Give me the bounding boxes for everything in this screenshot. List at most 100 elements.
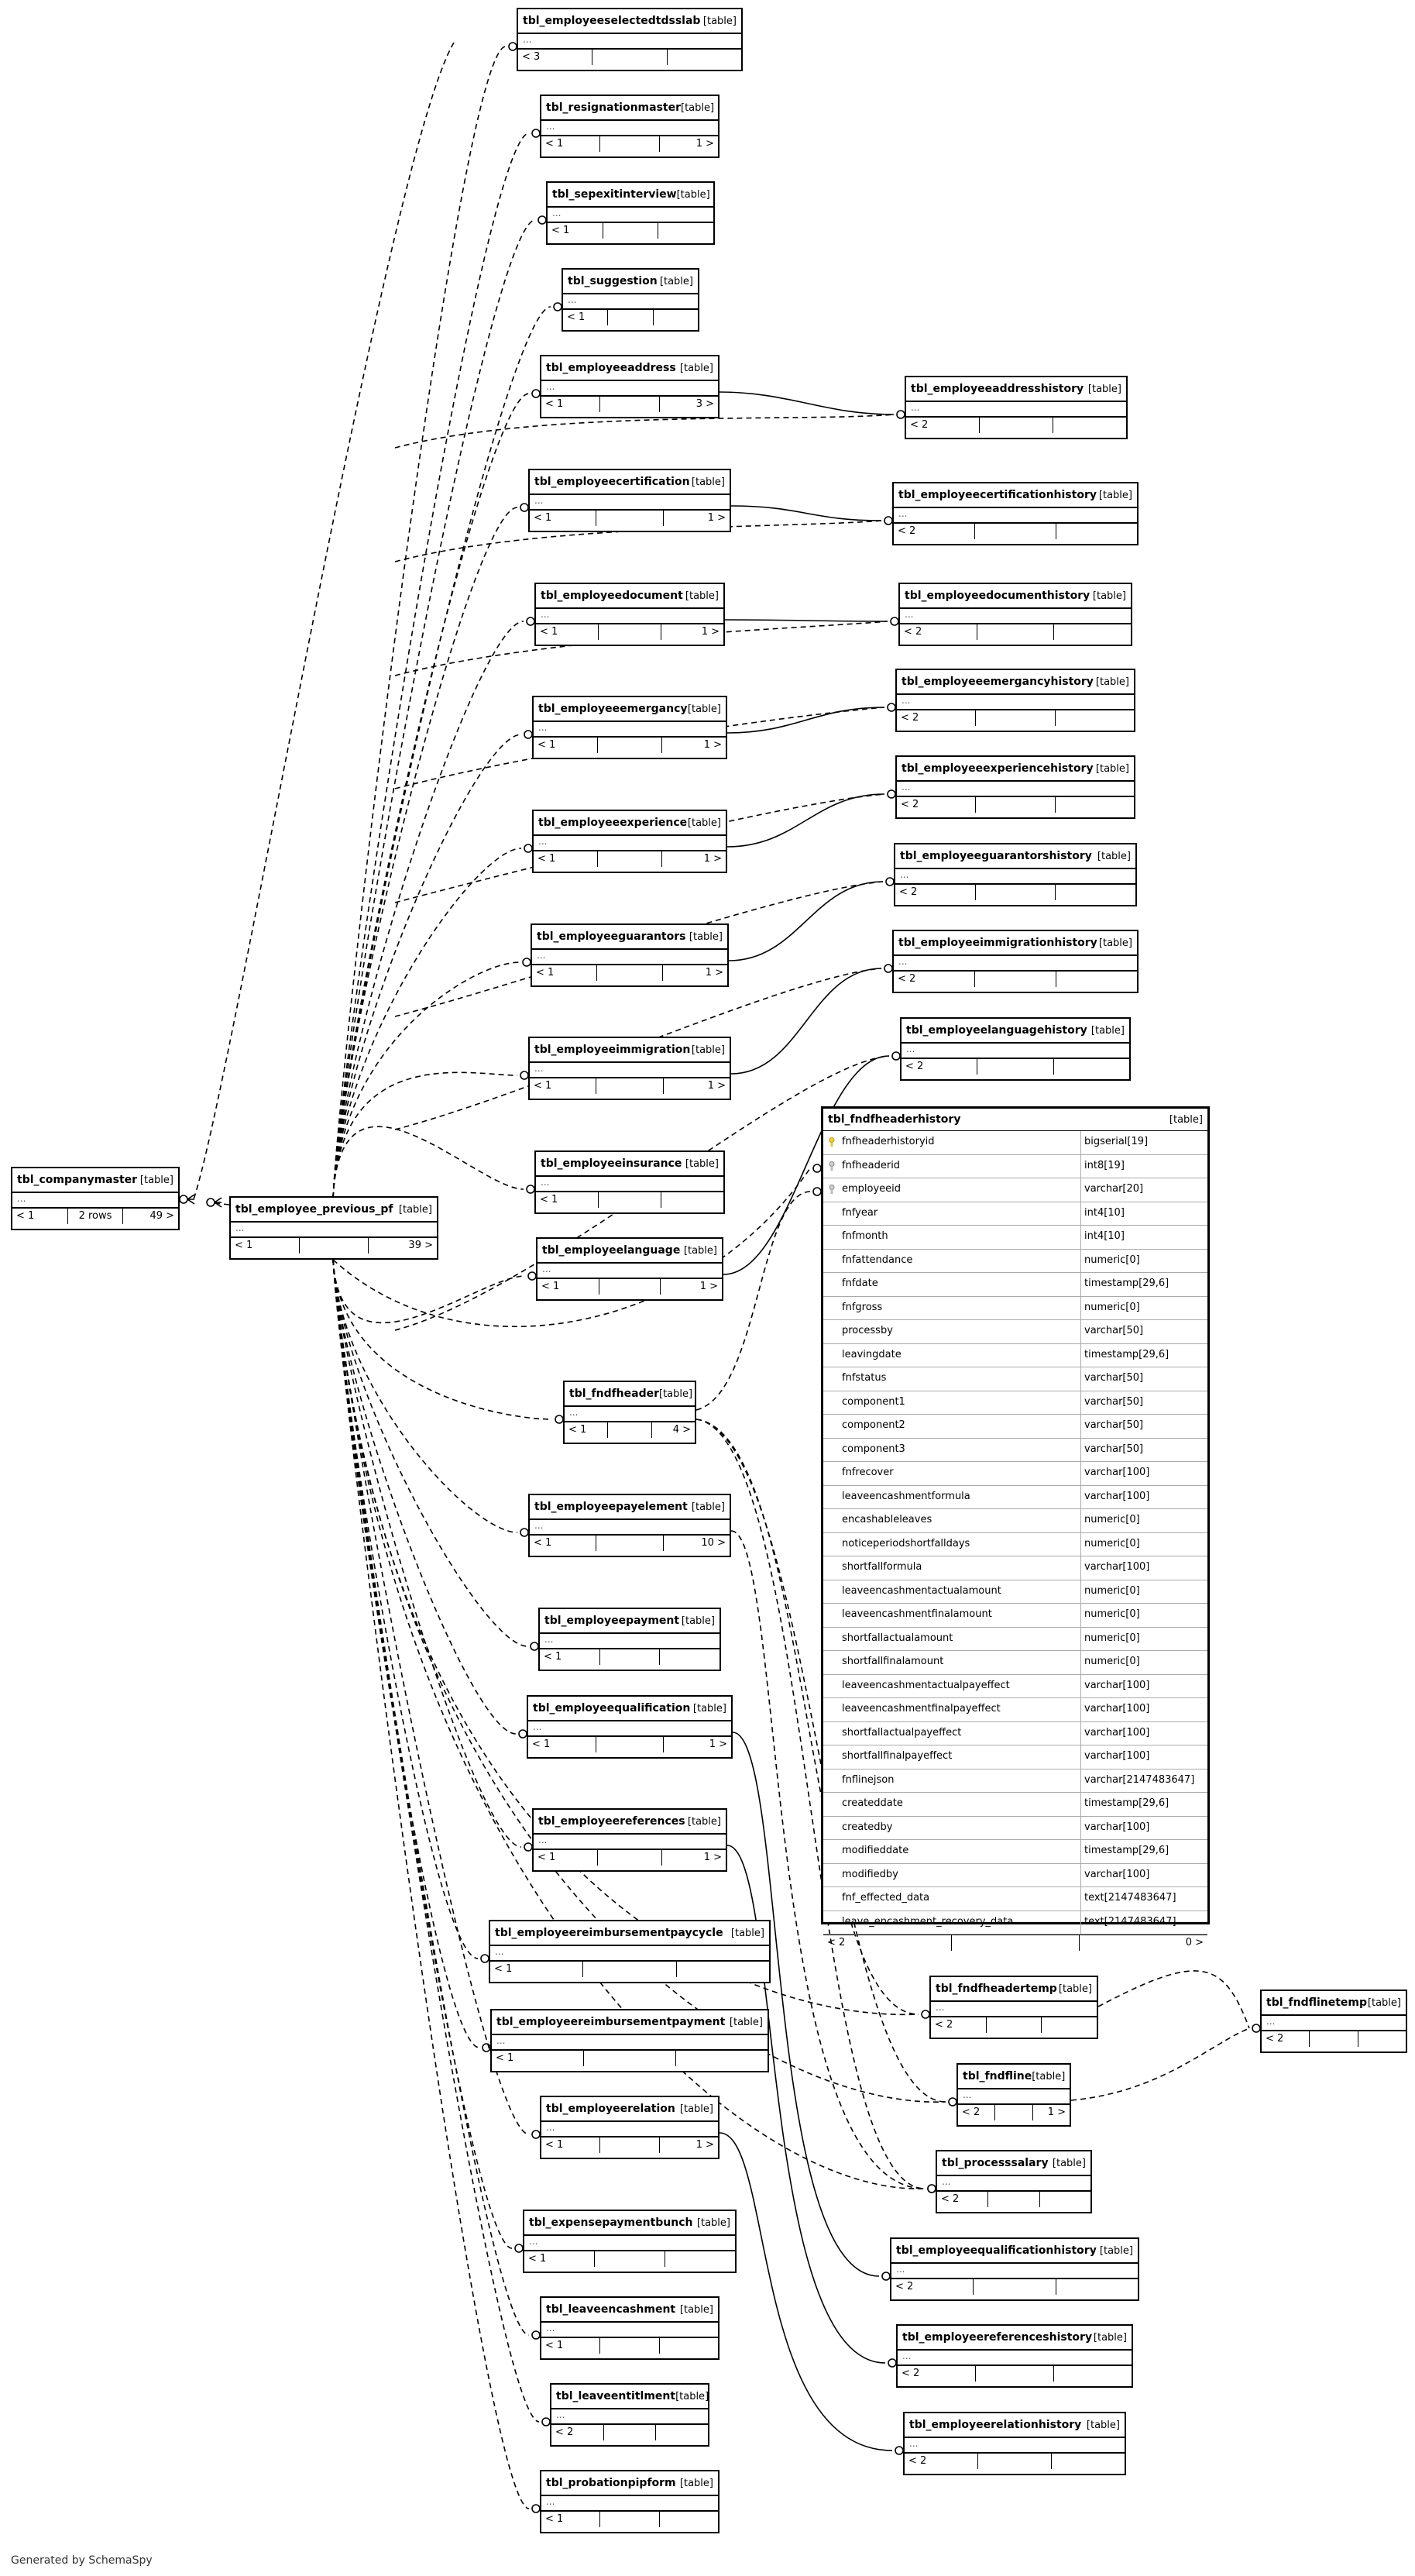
employeerelationhistory-table[interactable]: tbl_employeerelationhistory[table]...< 2 (903, 2412, 1126, 2475)
parents-count[interactable]: < 1 (545, 2340, 564, 2351)
children-count[interactable]: 0 > (1079, 1935, 1207, 1951)
parents-count[interactable]: < 1 (494, 1963, 513, 1975)
children-count[interactable] (655, 2425, 708, 2440)
children-count[interactable] (1056, 524, 1137, 539)
employeelanguagehistory-table[interactable]: tbl_employeelanguagehistory[table]...< 2 (900, 1017, 1131, 1081)
suggestion-table[interactable]: tbl_suggestion[table]...< 1 (562, 268, 699, 332)
parents-count[interactable]: < 2 (962, 2107, 981, 2118)
parents-count[interactable]: < 1 (541, 1281, 560, 1292)
parents-count[interactable]: < 1 (551, 225, 570, 236)
children-count[interactable] (1053, 624, 1131, 640)
employeeexperiencehistory-table[interactable]: tbl_employeeexperiencehistory[table]...<… (895, 755, 1135, 819)
children-count[interactable] (1056, 972, 1137, 987)
children-count[interactable] (1053, 2366, 1132, 2382)
employeepayment-table[interactable]: tbl_employeepayment[table]...< 1 (538, 1608, 721, 1671)
parents-count[interactable]: < 1 (567, 311, 586, 323)
parents-count[interactable]: < 1 (534, 512, 552, 524)
employeecertificationhistory-table[interactable]: tbl_employeecertificationhistory[table].… (892, 482, 1139, 545)
children-count[interactable] (1051, 2454, 1125, 2469)
children-count[interactable]: 4 > (651, 1422, 695, 1438)
employeeguarantorshistory-table[interactable]: tbl_employeeguarantorshistory[table]...<… (894, 843, 1137, 906)
children-count[interactable] (661, 1192, 723, 1208)
parents-count[interactable]: < 1 (540, 1194, 558, 1205)
parents-count[interactable]: < 1 (496, 2052, 514, 2064)
children-count[interactable] (1357, 2031, 1406, 2047)
children-count[interactable] (1053, 1059, 1129, 1075)
sepexitinterview-table[interactable]: tbl_sepexitinterview[table]...< 1 (546, 181, 715, 245)
children-count[interactable]: 1 > (660, 1279, 722, 1295)
parents-count[interactable]: < 2 (910, 419, 929, 431)
parents-count[interactable]: < 1 (544, 1651, 562, 1663)
children-count[interactable]: 49 > (122, 1209, 178, 1224)
parents-count[interactable]: < 2 (899, 886, 918, 898)
children-count[interactable] (1055, 2279, 1138, 2295)
parents-count[interactable]: < 2 (1266, 2033, 1284, 2045)
children-count[interactable] (658, 2512, 718, 2527)
employeereimbursementpaycycle-table[interactable]: tbl_employeereimbursementpaycycle[table]… (489, 1920, 771, 1983)
parents-count[interactable]: < 2 (905, 1061, 924, 1072)
parents-count[interactable]: < 2 (904, 626, 922, 638)
parents-count[interactable]: < 1 (532, 1739, 551, 1750)
parents-count[interactable]: < 1 (537, 739, 556, 751)
children-count[interactable] (1039, 2192, 1090, 2207)
parents-count[interactable]: < 1 (545, 2139, 564, 2151)
parents-count[interactable]: < 3 (522, 51, 541, 63)
parents-count[interactable]: < 2 (555, 2426, 574, 2438)
parents-count[interactable]: < 2 (898, 525, 916, 537)
children-count[interactable] (1054, 710, 1134, 726)
children-count[interactable] (1041, 2017, 1097, 2033)
children-count[interactable]: 1 > (663, 1737, 731, 1752)
parents-count[interactable]: < 2 (901, 799, 919, 810)
children-count[interactable]: 39 > (368, 1238, 437, 1254)
parents-count[interactable]: < 2 (902, 2368, 920, 2379)
parents-count[interactable]: < 1 (540, 626, 558, 638)
children-count[interactable]: 10 > (662, 1536, 730, 1551)
parents-count[interactable]: < 1 (545, 398, 564, 410)
parents-count[interactable]: < 2 (827, 1937, 846, 1948)
employeereimbursementpayment-table[interactable]: tbl_employeereimbursementpayment[table].… (490, 2009, 769, 2072)
children-count[interactable] (652, 310, 698, 325)
children-count[interactable]: 1 > (658, 2137, 718, 2153)
parents-count[interactable]: < 1 (537, 853, 556, 865)
parents-count[interactable]: < 2 (908, 2455, 927, 2467)
children-count[interactable]: 1 > (661, 1850, 726, 1866)
processsalary-table[interactable]: tbl_processsalary[table]...< 2 (936, 2150, 1092, 2213)
children-count[interactable]: 1 > (661, 738, 726, 753)
parents-count[interactable]: < 1 (536, 967, 555, 978)
children-count[interactable]: 1 > (661, 624, 723, 640)
employeeemergancyhistory-table[interactable]: tbl_employeeemergancyhistory[table]...< … (895, 669, 1135, 732)
children-count[interactable] (658, 2338, 718, 2354)
employeeselectedtdsslab-table[interactable]: tbl_employeeselectedtdsslab[table]...< 3 (517, 8, 743, 71)
children-count[interactable]: 1 > (662, 511, 730, 526)
children-count[interactable]: 1 > (1032, 2105, 1070, 2120)
fndfheadertemp-table[interactable]: tbl_fndfheadertemp[table]...< 2 (929, 1976, 1098, 2039)
leaveencashment-table[interactable]: tbl_leaveencashment[table]...< 1 (540, 2296, 720, 2360)
children-count[interactable] (1053, 418, 1126, 433)
parents-count[interactable]: < 2 (895, 2281, 914, 2292)
parents-count[interactable]: < 1 (545, 138, 564, 150)
employeeaddresshistory-table[interactable]: tbl_employeeaddresshistory[table]...< 2 (905, 376, 1128, 439)
parents-count[interactable]: < 1 (16, 1210, 35, 1222)
parents-count[interactable]: < 2 (941, 2193, 960, 2205)
leaveentitlment-table[interactable]: tbl_leaveentitlment[table]...< 2 (550, 2383, 709, 2447)
probationpipform-table[interactable]: tbl_probationpipform[table]...< 1 (540, 2470, 720, 2533)
children-count[interactable] (675, 1962, 769, 1977)
children-count[interactable] (666, 50, 741, 65)
employeequalificationhistory-table[interactable]: tbl_employeequalificationhistory[table].… (890, 2237, 1139, 2301)
parents-count[interactable]: < 1 (545, 2513, 564, 2525)
employeeimmigrationhistory-table[interactable]: tbl_employeeimmigrationhistory[table]...… (892, 930, 1139, 993)
expensepaymentbunch-table[interactable]: tbl_expensepaymentbunch[table]...< 1 (523, 2210, 737, 2273)
